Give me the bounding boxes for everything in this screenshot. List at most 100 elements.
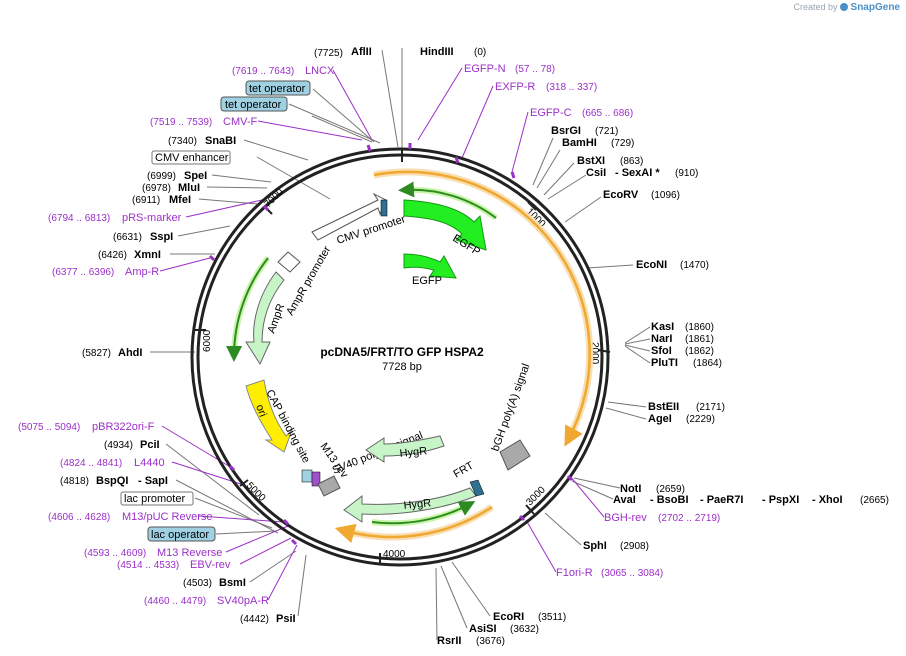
lac-operator-marker xyxy=(301,469,313,483)
site-pluti: PluTI xyxy=(651,357,678,369)
site-sexai: - SexAI * xyxy=(615,167,660,179)
tick-6000: 6000 xyxy=(202,329,213,352)
tet-operator-marker xyxy=(380,199,388,217)
site-rsrii: RsrII xyxy=(437,635,461,647)
site-sphi: SphI xyxy=(583,540,607,552)
site-psii: PsiI xyxy=(276,613,296,625)
site-spei-pos: (6999) xyxy=(147,171,176,182)
site-xhoi: - XhoI xyxy=(812,494,843,506)
site-psii-pos: (4442) xyxy=(240,614,269,625)
site-bsteii: BstEII xyxy=(648,401,679,413)
site-pluti-pos: (1864) xyxy=(693,358,722,369)
primer-lncx: LNCX xyxy=(305,65,335,77)
primer-ebv-rev: EBV-rev xyxy=(190,559,231,571)
primer-amp-r-pos: (6377 .. 6396) xyxy=(52,267,114,278)
plasmid-name: pcDNA5/FRT/TO GFP HSPA2 xyxy=(320,345,484,359)
site-bspqi-pos: (4818) xyxy=(60,476,89,487)
site-sfoi-pos: (1862) xyxy=(685,346,714,357)
primer-cmv-f-pos: (7519 .. 7539) xyxy=(150,117,212,128)
tet-operator-label-1: tet operator xyxy=(249,83,306,95)
site-pcii: PciI xyxy=(140,439,160,451)
hygr-outer-feature xyxy=(343,487,477,523)
site-ahdi: AhdI xyxy=(118,347,142,359)
primer-ebv-rev-pos: (4514 .. 4533) xyxy=(117,560,179,571)
frt-label: FRT xyxy=(452,459,477,480)
site-sphi-pos: (2908) xyxy=(620,541,649,552)
primer-egfp-n: EGFP-N xyxy=(464,63,506,75)
primer-l4440-pos: (4824 .. 4841) xyxy=(60,458,122,469)
site-asisi: AsiSI xyxy=(469,623,497,635)
bgh-polya-feature xyxy=(499,439,531,471)
ampr-feature xyxy=(245,271,285,366)
credit-prefix: Created by xyxy=(793,2,838,12)
lac-promoter-label: lac promoter xyxy=(124,493,185,505)
tick-2000: 2000 xyxy=(589,342,600,365)
site-bsobi: - BsoBI xyxy=(650,494,689,506)
orf-arcs xyxy=(226,168,594,544)
site-bsteii-pos: (2171) xyxy=(696,402,725,413)
site-bsrgi-pos: (721) xyxy=(595,126,618,137)
site-bsmi: BsmI xyxy=(219,577,246,589)
site-mlui: MluI xyxy=(178,182,200,194)
site-ecori-pos: (3511) xyxy=(538,612,566,623)
primer-cmv-f: CMV-F xyxy=(223,116,258,128)
primer-prs-marker: pRS-marker xyxy=(122,212,182,224)
site-bstxi: BstXI xyxy=(577,155,605,167)
primer-egfp-c: EGFP-C xyxy=(530,107,572,119)
site-ecori: EcoRI xyxy=(493,611,524,623)
site-aflii-pos: (7725) xyxy=(314,48,343,59)
sv40-polya-feature xyxy=(317,475,341,497)
site-pspxi: - PspXI xyxy=(762,494,799,506)
primer-pbr322ori-f: pBR322ori-F xyxy=(92,421,155,433)
site-mlui-pos: (6978) xyxy=(142,183,171,194)
site-econi-pos: (1470) xyxy=(680,260,709,271)
hygr-inner-feature xyxy=(365,435,445,463)
primer-l4440: L4440 xyxy=(134,457,165,469)
site-bsmi-pos: (4503) xyxy=(183,578,212,589)
site-avai: AvaI xyxy=(613,494,636,506)
primer-egfp-c-pos: (665 .. 686) xyxy=(582,108,633,119)
ampr-promoter-feature xyxy=(277,251,301,273)
site-agei-pos: (2229) xyxy=(686,414,715,425)
site-agei: AgeI xyxy=(648,413,672,425)
site-xhoi-pos: (2665) xyxy=(860,495,889,506)
primer-bgh-rev-pos: (2702 .. 2719) xyxy=(658,513,720,524)
primer-amp-r: Amp-R xyxy=(125,266,159,278)
primer-labels: (7619 .. 7643) LNCX EGFP-N (57 .. 78) EX… xyxy=(18,63,720,607)
site-aflii: AflII xyxy=(351,46,372,58)
site-asisi-pos: (3632) xyxy=(510,624,539,635)
site-hindiii: HindIII xyxy=(420,46,454,58)
primer-m13-reverse-pos: (4593 .. 4609) xyxy=(84,548,146,559)
credit-brand: SnapGene xyxy=(850,2,900,13)
site-bsrgi: BsrGI xyxy=(551,125,581,137)
tick-4000: 4000 xyxy=(383,549,406,560)
site-sspi-pos: (6631) xyxy=(113,232,142,243)
site-xmni-pos: (6426) xyxy=(98,250,127,261)
snapgene-logo-icon xyxy=(840,3,849,11)
egfp-outer-feature xyxy=(403,199,487,251)
primer-m13-puc-reverse: M13/pUC Reverse xyxy=(122,511,212,523)
primer-f1ori-r: F1ori-R xyxy=(556,567,593,579)
site-sapi: - SapI xyxy=(138,475,168,487)
ori-feature xyxy=(245,379,293,453)
site-ecorv-pos: (1096) xyxy=(651,190,680,201)
primer-prs-marker-pos: (6794 .. 6813) xyxy=(48,213,110,224)
primer-exfp-r: EXFP-R xyxy=(495,81,535,93)
site-bamhi: BamHI xyxy=(562,137,597,149)
site-snabi-pos: (7340) xyxy=(168,136,197,147)
m13-rev-marker xyxy=(311,471,321,487)
primer-bgh-rev: BGH-rev xyxy=(604,512,647,524)
site-noti-pos: (2659) xyxy=(656,484,685,495)
site-paer7i: - PaeR7I xyxy=(700,494,743,506)
primer-lncx-pos: (7619 .. 7643) xyxy=(232,66,294,77)
site-kasi-pos: (1860) xyxy=(685,322,714,333)
primer-sv40pa-r: SV40pA-R xyxy=(217,595,269,607)
tet-operator-label-2: tet operator xyxy=(225,99,282,111)
site-mfei: MfeI xyxy=(169,194,191,206)
bgh-polya-label: bGH poly(A) signal xyxy=(490,362,533,453)
site-ahdi-pos: (5827) xyxy=(82,348,111,359)
site-ecorv: EcoRV xyxy=(603,189,639,201)
site-nari-pos: (1861) xyxy=(685,334,714,345)
boxed-feature-labels: tet operator tet operator CMV enhancer l… xyxy=(120,80,311,542)
site-snabi: SnaBI xyxy=(205,135,236,147)
